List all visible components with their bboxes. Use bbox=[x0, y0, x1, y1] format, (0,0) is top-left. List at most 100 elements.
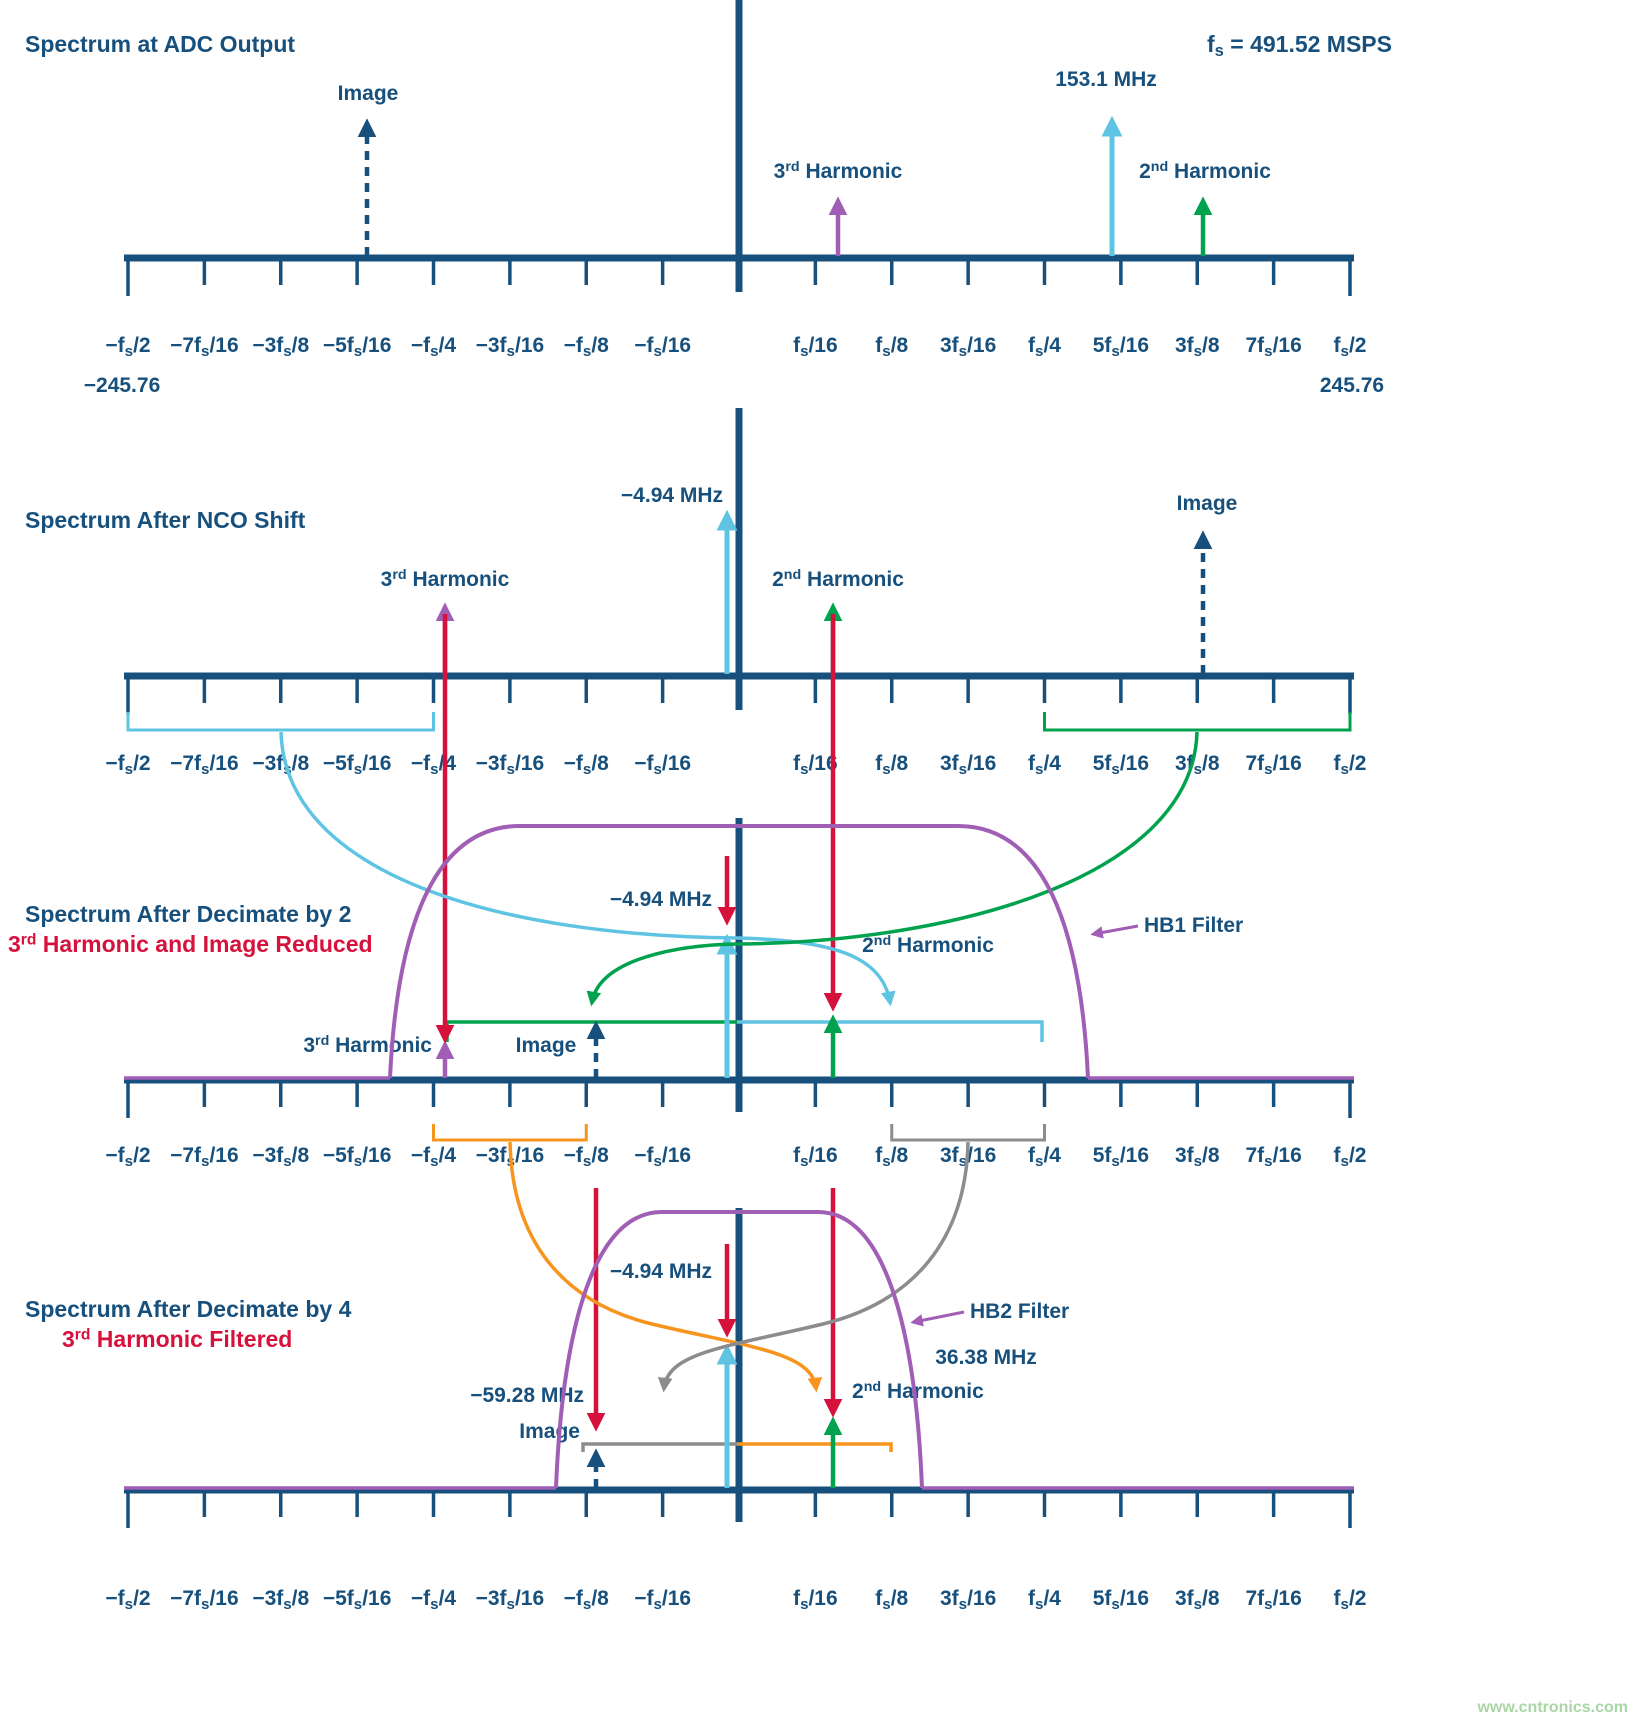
axis-adc-tick-label-1: −7fs/16 bbox=[170, 334, 239, 360]
axis-adc-tick-label-10: 3fs/16 bbox=[940, 334, 996, 360]
watermark: www.cntronics.com bbox=[1476, 1699, 1628, 1716]
nco-image-label: Image bbox=[1177, 492, 1238, 515]
axis-nco-tick-label-2: −3fs/8 bbox=[252, 752, 309, 778]
section-nco-title: Spectrum After NCO Shift bbox=[25, 507, 306, 533]
axis-nco-tick-label-4: −fs/4 bbox=[411, 752, 457, 778]
axis-dec2-tick-label-1: −7fs/16 bbox=[170, 1144, 239, 1170]
axis-dec2-tick-label-0: −fs/2 bbox=[105, 1144, 150, 1170]
axis-dec4-tick-label-7: −fs/16 bbox=[634, 1587, 691, 1613]
axis-dec2-tick-label-3: −5fs/16 bbox=[323, 1144, 392, 1170]
axis-adc-tick-label-15: fs/2 bbox=[1334, 334, 1367, 360]
section-dec4-title: Spectrum After Decimate by 4 bbox=[25, 1296, 352, 1322]
axis-dec4-tick-label-14: 7fs/16 bbox=[1245, 1587, 1301, 1613]
hb2-filter-label: HB2 Filter bbox=[970, 1300, 1069, 1323]
dec4-second-harmonic-freq-label: 36.38 MHz bbox=[935, 1346, 1037, 1369]
section-adc: Spectrum at ADC Output fs = 491.52 MSPS … bbox=[25, 0, 1392, 397]
axis-adc-tick-label-7: −fs/16 bbox=[634, 334, 691, 360]
axis-dec4-ticks bbox=[126, 1490, 1352, 1528]
dec2-right-fold-curve bbox=[586, 731, 1199, 1007]
section-dec4-subtitle: 3rd Harmonic Filtered bbox=[62, 1326, 292, 1352]
axis-dec4-tick-label-8: fs/16 bbox=[793, 1587, 838, 1613]
axis-nco-tick-label-5: −3fs/16 bbox=[476, 752, 545, 778]
axis-nco-ticks bbox=[126, 676, 1352, 714]
nco-left-fold-bracket bbox=[126, 712, 435, 732]
axis-adc-tick-labels: −fs/2 −7fs/16 −3fs/8 −5fs/16 −fs/4 −3fs/16 −fs… bbox=[105, 334, 1366, 360]
dec4-left-fold-curve bbox=[508, 1141, 823, 1393]
axis-nco-tick-label-13: 3fs/8 bbox=[1175, 752, 1220, 778]
axis-dec2-tick-label-7: −fs/16 bbox=[634, 1144, 691, 1170]
axis-dec4-tick-label-5: −3fs/16 bbox=[476, 1587, 545, 1613]
dec4-image-label: Image bbox=[519, 1420, 580, 1443]
axis-adc-tick-label-13: 3fs/8 bbox=[1175, 334, 1220, 360]
axis-dec4-tick-label-4: −fs/4 bbox=[411, 1587, 457, 1613]
axis-dec2-tick-label-4: −fs/4 bbox=[411, 1144, 457, 1170]
dec4-image-freq-label: −59.28 MHz bbox=[470, 1384, 584, 1407]
axis-dec4-tick-label-1: −7fs/16 bbox=[170, 1587, 239, 1613]
axis-nco-tick-labels: −fs/2−7fs/16−3fs/8−5fs/16−fs/4−3fs/16−fs… bbox=[105, 752, 1366, 778]
hb2-filter-curve bbox=[554, 1210, 924, 1489]
axis-dec2-tick-label-12: 5fs/16 bbox=[1093, 1144, 1149, 1170]
axis-adc-tick-label-9: fs/8 bbox=[875, 334, 908, 360]
adc-third-harmonic-label: 3rd Harmonic bbox=[774, 159, 903, 183]
axis-dec4-tick-label-3: −5fs/16 bbox=[323, 1587, 392, 1613]
axis-adc-tick-label-11: fs/4 bbox=[1028, 334, 1061, 360]
axis-dec4-tick-label-9: fs/8 bbox=[875, 1587, 908, 1613]
overlay-dec2-to-dec4: −4.94 MHz −59.28 MHz 36.38 MHz 2nd Harmo… bbox=[470, 1141, 1069, 1489]
section-nco: Spectrum After NCO Shift −fs/2 −7fs/16 −3f… bbox=[25, 408, 1366, 778]
axis-dec4-tick-labels: −fs/2 −7fs/16 −3fs/8 −5fs/16 −fs/4 −3fs/16 −fs… bbox=[105, 1587, 1366, 1613]
axis-adc-left-end-value: −245.76 bbox=[84, 374, 161, 397]
section-dec4: Spectrum After Decimate by 4 3rd Harmoni… bbox=[25, 1208, 1366, 1613]
axis-dec4-tick-label-6: −fs/8 bbox=[564, 1587, 610, 1613]
axis-adc-tick-label-5: −3fs/16 bbox=[476, 334, 545, 360]
axis-adc-tick-label-2: −3fs/8 bbox=[252, 334, 309, 360]
axis-dec2-tick-label-13: 3fs/8 bbox=[1175, 1144, 1220, 1170]
axis-nco-tick-label-14: 7fs/16 bbox=[1245, 752, 1301, 778]
axis-adc-tick-label-0: −fs/2 bbox=[105, 334, 150, 360]
axis-nco-tick-label-10: 3fs/16 bbox=[940, 752, 996, 778]
axis-dec2-tick-label-14: 7fs/16 bbox=[1245, 1144, 1301, 1170]
axis-dec4-tick-label-12: 5fs/16 bbox=[1093, 1587, 1149, 1613]
axis-nco-tick-label-9: fs/8 bbox=[875, 752, 908, 778]
adc-signal-freq-label: 153.1 MHz bbox=[1055, 68, 1157, 91]
hb1-filter-pointer bbox=[1090, 924, 1139, 939]
axis-adc-ticks bbox=[126, 258, 1352, 296]
axis-dec4-tick-label-0: −fs/2 bbox=[105, 1587, 150, 1613]
dec4-folded-band-left bbox=[581, 1442, 737, 1452]
axis-dec4-tick-label-13: 3fs/8 bbox=[1175, 1587, 1220, 1613]
axis-adc-tick-label-3: −5fs/16 bbox=[323, 334, 392, 360]
nco-third-harmonic-label: 3rd Harmonic bbox=[381, 567, 510, 591]
adc-image-label: Image bbox=[338, 82, 399, 105]
axis-dec2-tick-label-9: fs/8 bbox=[875, 1144, 908, 1170]
dec2-signal-freq-label: −4.94 MHz bbox=[610, 888, 712, 911]
axis-nco-tick-label-6: −fs/8 bbox=[564, 752, 610, 778]
dec4-folded-band-right bbox=[737, 1442, 893, 1452]
nco-right-fold-bracket bbox=[1043, 712, 1352, 732]
axis-nco-tick-label-11: fs/4 bbox=[1028, 752, 1061, 778]
dec4-signal-freq-label: −4.94 MHz bbox=[610, 1260, 712, 1283]
sample-rate-label: fs = 491.52 MSPS bbox=[1207, 31, 1392, 60]
axis-dec2-ticks bbox=[126, 1080, 1352, 1118]
dec2-third-harmonic-label: 3rd Harmonic bbox=[303, 1033, 432, 1057]
dec2-image-label: Image bbox=[516, 1034, 577, 1057]
axis-nco-tick-label-15: fs/2 bbox=[1334, 752, 1367, 778]
axis-adc-tick-label-14: 7fs/16 bbox=[1245, 334, 1301, 360]
dec2-right-fold-bracket bbox=[890, 1124, 1046, 1142]
axis-dec2-tick-label-10: 3fs/16 bbox=[940, 1144, 996, 1170]
axis-nco-tick-label-0: −fs/2 bbox=[105, 752, 150, 778]
axis-dec4-tick-label-2: −3fs/8 bbox=[252, 1587, 309, 1613]
axis-adc-tick-label-8: fs/16 bbox=[793, 334, 838, 360]
dec4-right-fold-curve bbox=[657, 1141, 970, 1393]
axis-nco-tick-label-1: −7fs/16 bbox=[170, 752, 239, 778]
section-adc-title: Spectrum at ADC Output bbox=[25, 31, 295, 57]
dec2-left-fold-bracket bbox=[432, 1124, 588, 1142]
axis-adc-tick-label-12: 5fs/16 bbox=[1093, 334, 1149, 360]
axis-nco-tick-label-12: 5fs/16 bbox=[1093, 752, 1149, 778]
overlay-nco-to-dec2: −4.94 MHz HB1 Filter bbox=[279, 614, 1243, 1079]
axis-dec2-tick-label-8: fs/16 bbox=[793, 1144, 838, 1170]
axis-dec2-tick-labels: −fs/2−7fs/16−3fs/8−5fs/16−fs/4−3fs/16−fs… bbox=[105, 1144, 1366, 1170]
dec2-folded-band-left bbox=[445, 1020, 737, 1042]
axis-adc-tick-label-4: −fs/4 bbox=[411, 334, 457, 360]
axis-dec2-tick-label-15: fs/2 bbox=[1334, 1144, 1367, 1170]
